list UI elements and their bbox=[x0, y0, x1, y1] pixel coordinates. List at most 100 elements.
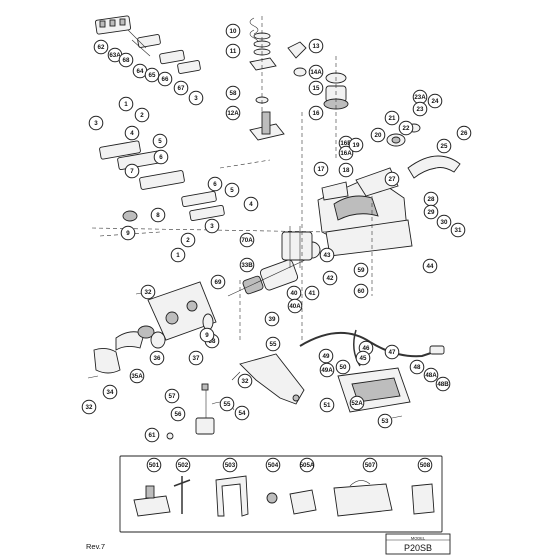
callout-66: 66 bbox=[157, 71, 173, 87]
callout-5: 5 bbox=[224, 182, 240, 198]
callout-circle bbox=[384, 110, 400, 126]
callout-label: 48 bbox=[414, 364, 421, 371]
callout-33B: 33B bbox=[239, 257, 255, 273]
callout-circle bbox=[319, 247, 335, 263]
callout-55: 55 bbox=[265, 336, 281, 352]
callout-17: 17 bbox=[313, 161, 329, 177]
callout-65: 65 bbox=[144, 67, 160, 83]
callout-circle bbox=[102, 384, 118, 400]
accessory-circle bbox=[417, 457, 433, 473]
callout-40: 40 bbox=[286, 285, 302, 301]
callout-circle bbox=[225, 105, 241, 121]
callout-52A: 52A bbox=[349, 395, 365, 411]
callout-label: 1 bbox=[124, 101, 128, 108]
callout-circle bbox=[308, 105, 324, 121]
callout-circle bbox=[118, 96, 134, 112]
callout-6: 6 bbox=[153, 149, 169, 165]
callout-20: 20 bbox=[370, 127, 386, 143]
callout-label: 24 bbox=[432, 98, 439, 105]
callout-label: 67 bbox=[178, 85, 185, 92]
callout-circle bbox=[422, 258, 438, 274]
callout-label: 8 bbox=[156, 212, 160, 219]
callout-label: 18 bbox=[343, 167, 350, 174]
callout-label: 48A bbox=[425, 372, 437, 379]
callout-label: 35A bbox=[131, 373, 143, 380]
callout-label: 49A bbox=[321, 367, 333, 374]
callout-label: 31 bbox=[455, 227, 462, 234]
callout-circle bbox=[377, 413, 393, 429]
callout-circle bbox=[239, 257, 255, 273]
model-name: P20SB bbox=[404, 543, 432, 553]
callout-circle bbox=[370, 127, 386, 143]
callout-label: 51 bbox=[324, 402, 331, 409]
callout-47: 47 bbox=[384, 344, 400, 360]
callout-29: 29 bbox=[423, 204, 439, 220]
callout-circle bbox=[207, 176, 223, 192]
part-callouts: 6263A6864656667310115812A1314A1516123456… bbox=[81, 23, 472, 443]
callout-50: 50 bbox=[335, 359, 351, 375]
callout-55: 55 bbox=[219, 396, 235, 412]
callout-49: 49 bbox=[318, 348, 334, 364]
callout-label: 20 bbox=[375, 132, 382, 139]
callout-circle bbox=[338, 145, 354, 161]
callout-circle bbox=[287, 298, 303, 314]
callout-label: 44 bbox=[427, 263, 434, 270]
callout-circle bbox=[322, 270, 338, 286]
callout-label: 48B bbox=[437, 381, 449, 388]
callout-61: 61 bbox=[144, 427, 160, 443]
callout-label: 33B bbox=[241, 262, 253, 269]
callout-5: 5 bbox=[152, 133, 168, 149]
callout-circle bbox=[152, 133, 168, 149]
callout-circle bbox=[149, 350, 165, 366]
accessory-label: 502 bbox=[178, 462, 189, 469]
accessory-circle bbox=[265, 457, 281, 473]
callout-circle bbox=[319, 362, 335, 378]
accessory-507: 507 bbox=[362, 457, 378, 473]
callout-label: 3 bbox=[94, 120, 98, 127]
callout-label: 50 bbox=[340, 364, 347, 371]
gear-cover bbox=[147, 281, 217, 341]
callout-circle bbox=[225, 43, 241, 59]
callout-label: 9 bbox=[205, 332, 209, 339]
callout-2: 2 bbox=[134, 107, 150, 123]
callout-7: 7 bbox=[124, 163, 140, 179]
callout-circle bbox=[150, 207, 166, 223]
callout-label: 57 bbox=[169, 393, 176, 400]
callout-circle bbox=[384, 344, 400, 360]
main-body-housing bbox=[317, 167, 413, 257]
callout-21: 21 bbox=[384, 110, 400, 126]
callout-label: 53 bbox=[382, 418, 389, 425]
callout-circle bbox=[118, 52, 134, 68]
callout-label: 41 bbox=[309, 290, 316, 297]
callout-43: 43 bbox=[319, 247, 335, 263]
accessory-508: 508 bbox=[417, 457, 433, 473]
callout-label: 23A bbox=[414, 94, 426, 101]
callout-circle bbox=[170, 247, 186, 263]
callout-label: 13 bbox=[313, 43, 320, 50]
callout-31: 31 bbox=[450, 222, 466, 238]
callout-2: 2 bbox=[180, 232, 196, 248]
callout-circle bbox=[435, 376, 451, 392]
callout-1: 1 bbox=[118, 96, 134, 112]
callout-label: 40 bbox=[291, 290, 298, 297]
callout-label: 43 bbox=[324, 252, 331, 259]
callout-13: 13 bbox=[308, 38, 324, 54]
callout-label: 68 bbox=[123, 57, 130, 64]
callout-57: 57 bbox=[164, 388, 180, 404]
callout-16A: 16A bbox=[338, 145, 354, 161]
callout-28: 28 bbox=[423, 191, 439, 207]
callout-circle bbox=[456, 125, 472, 141]
callout-35A: 35A bbox=[129, 368, 145, 384]
callout-label: 15 bbox=[313, 85, 320, 92]
callout-circle bbox=[349, 395, 365, 411]
callout-circle bbox=[88, 115, 104, 131]
callout-label: 32 bbox=[242, 378, 249, 385]
callout-label: 42 bbox=[327, 275, 334, 282]
callout-49A: 49A bbox=[319, 362, 335, 378]
callout-18: 18 bbox=[338, 162, 354, 178]
callout-circle bbox=[129, 368, 145, 384]
callout-label: 5 bbox=[158, 138, 162, 145]
base-plate bbox=[337, 367, 411, 413]
